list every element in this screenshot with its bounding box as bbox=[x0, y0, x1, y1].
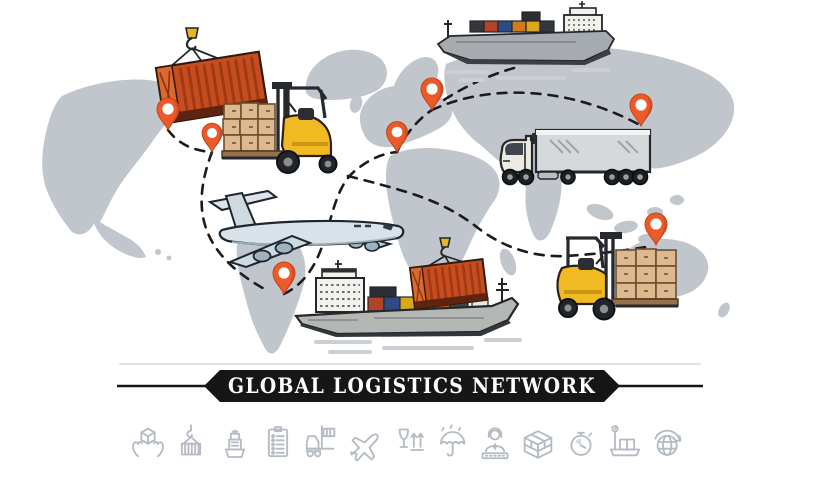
continent-africa bbox=[386, 148, 500, 290]
cargo-boxes-stack-icon bbox=[518, 419, 558, 470]
location-pin bbox=[629, 93, 653, 128]
cargo-truck bbox=[499, 128, 652, 186]
forklift-body bbox=[556, 264, 608, 306]
forklift-loading-icon bbox=[301, 419, 341, 470]
parcel-scale-icon bbox=[605, 419, 645, 470]
location-pin bbox=[272, 261, 296, 296]
route-line bbox=[430, 91, 640, 126]
location-pin bbox=[201, 122, 223, 154]
ship-superstructure bbox=[315, 277, 365, 313]
banner-ribbon bbox=[204, 370, 620, 402]
support-operator-icon bbox=[475, 419, 515, 470]
container-ship-top bbox=[436, 1, 616, 65]
location-pin bbox=[386, 121, 408, 154]
crane-hook bbox=[185, 27, 199, 39]
crane-hook-container-icon bbox=[171, 419, 211, 470]
umbrella-rain-icon bbox=[431, 419, 471, 470]
fragile-glass-arrows-icon bbox=[388, 419, 428, 470]
route-line bbox=[166, 128, 214, 154]
crane-hook bbox=[439, 237, 451, 248]
forklift-body bbox=[280, 114, 333, 158]
ship-containers bbox=[469, 11, 555, 33]
logistics-icon-row bbox=[128, 422, 688, 470]
checklist-clipboard-icon bbox=[258, 419, 298, 470]
cargo-ship-front-icon bbox=[215, 419, 255, 470]
forklift-with-boxes-left bbox=[221, 82, 338, 174]
title-banner: GLOBAL LOGISTICS NETWORK bbox=[117, 370, 703, 402]
banner-title: GLOBAL LOGISTICS NETWORK bbox=[228, 373, 596, 398]
route-line bbox=[200, 150, 270, 293]
continent-north-america bbox=[42, 79, 186, 258]
overhead-guard bbox=[566, 236, 606, 269]
truck-trailer bbox=[534, 128, 652, 174]
water-strokes bbox=[119, 68, 701, 365]
global-shipping-globe-icon bbox=[648, 419, 688, 470]
location-pin bbox=[156, 97, 180, 132]
ship-hull bbox=[436, 30, 616, 62]
delivery-stopwatch-icon bbox=[561, 419, 601, 470]
hanging-container-center bbox=[408, 237, 489, 310]
island-japan bbox=[695, 113, 713, 146]
route-line bbox=[346, 174, 654, 258]
hands-holding-box-icon bbox=[128, 419, 168, 470]
route-line bbox=[282, 150, 399, 296]
cargo-plane bbox=[207, 189, 405, 269]
location-pins bbox=[156, 77, 668, 296]
airplane-icon bbox=[345, 419, 385, 470]
world-map bbox=[42, 45, 735, 354]
continent-greenland bbox=[305, 49, 387, 100]
location-pin bbox=[644, 212, 668, 247]
route-network bbox=[166, 66, 654, 296]
route-line bbox=[436, 66, 516, 106]
cargo-boxes bbox=[615, 248, 677, 300]
plane-fuselage bbox=[218, 219, 405, 246]
location-pin bbox=[420, 77, 444, 112]
forklift-with-boxes-right bbox=[556, 232, 679, 321]
overhead-guard bbox=[286, 86, 328, 119]
